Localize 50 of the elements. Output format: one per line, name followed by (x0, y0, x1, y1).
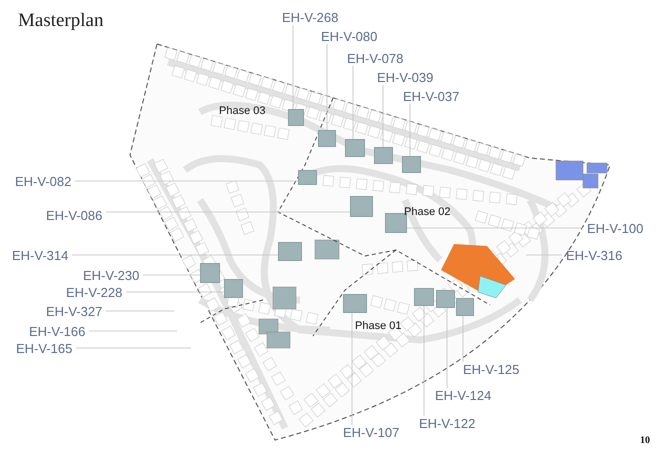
highlighted-plot (402, 156, 421, 173)
leader-line (382, 84, 384, 148)
phase-label: Phase 03 (219, 105, 266, 117)
plot-label: EH-V-125 (463, 362, 520, 377)
plot-label: EH-V-230 (83, 268, 140, 283)
plot-label: EH-V-100 (587, 221, 644, 236)
plot-label: EH-V-082 (15, 174, 72, 189)
leader-line (526, 254, 562, 256)
plot-label: EH-V-268 (282, 10, 338, 25)
leader-line (446, 308, 448, 388)
highlighted-plot (414, 288, 434, 306)
highlighted-plot (298, 170, 317, 185)
page-title: Masterplan (18, 10, 104, 32)
plot-label: EH-V-107 (343, 425, 400, 440)
highlighted-plot (350, 196, 373, 217)
leader-line (352, 66, 354, 140)
phase-label: Phase 01 (355, 320, 402, 332)
highlighted-plot (456, 298, 474, 316)
phase-label: Phase 02 (404, 206, 450, 218)
plot-label: EH-V-080 (321, 29, 378, 44)
highlighted-plot (318, 130, 336, 147)
highlighted-plot (374, 147, 393, 164)
highlighted-plot (278, 242, 302, 261)
plot-label: EH-V-314 (12, 248, 68, 263)
leader-line (142, 274, 200, 276)
highlighted-plot (200, 263, 220, 283)
plot-label: EH-V-039 (377, 70, 434, 85)
leader-line (462, 316, 464, 362)
plot-label: EH-V-316 (566, 248, 622, 263)
leader-line (292, 24, 294, 110)
leader-line (326, 44, 328, 130)
leader-line (88, 330, 178, 332)
highlighted-plot (224, 279, 243, 298)
highlighted-plot (288, 109, 304, 126)
plot-label: EH-V-078 (347, 51, 404, 66)
plot-label: EH-V-124 (435, 388, 492, 403)
plot-label: EH-V-122 (419, 416, 476, 431)
plot-label: EH-V-086 (46, 208, 102, 223)
plot-label: EH-V-166 (29, 324, 86, 339)
page-number: 10 (640, 435, 650, 446)
leader-line (72, 254, 278, 256)
plot-label: EH-V-228 (66, 285, 122, 300)
highlighted-plot (343, 294, 367, 313)
highlighted-plot (345, 139, 365, 157)
leader-line (106, 310, 174, 312)
plot-label: EH-V-165 (16, 341, 72, 356)
highlighted-plot (436, 290, 455, 308)
leader-line (74, 180, 298, 182)
plot-label: EH-V-327 (46, 304, 102, 319)
plot-label: EH-V-037 (403, 89, 460, 104)
